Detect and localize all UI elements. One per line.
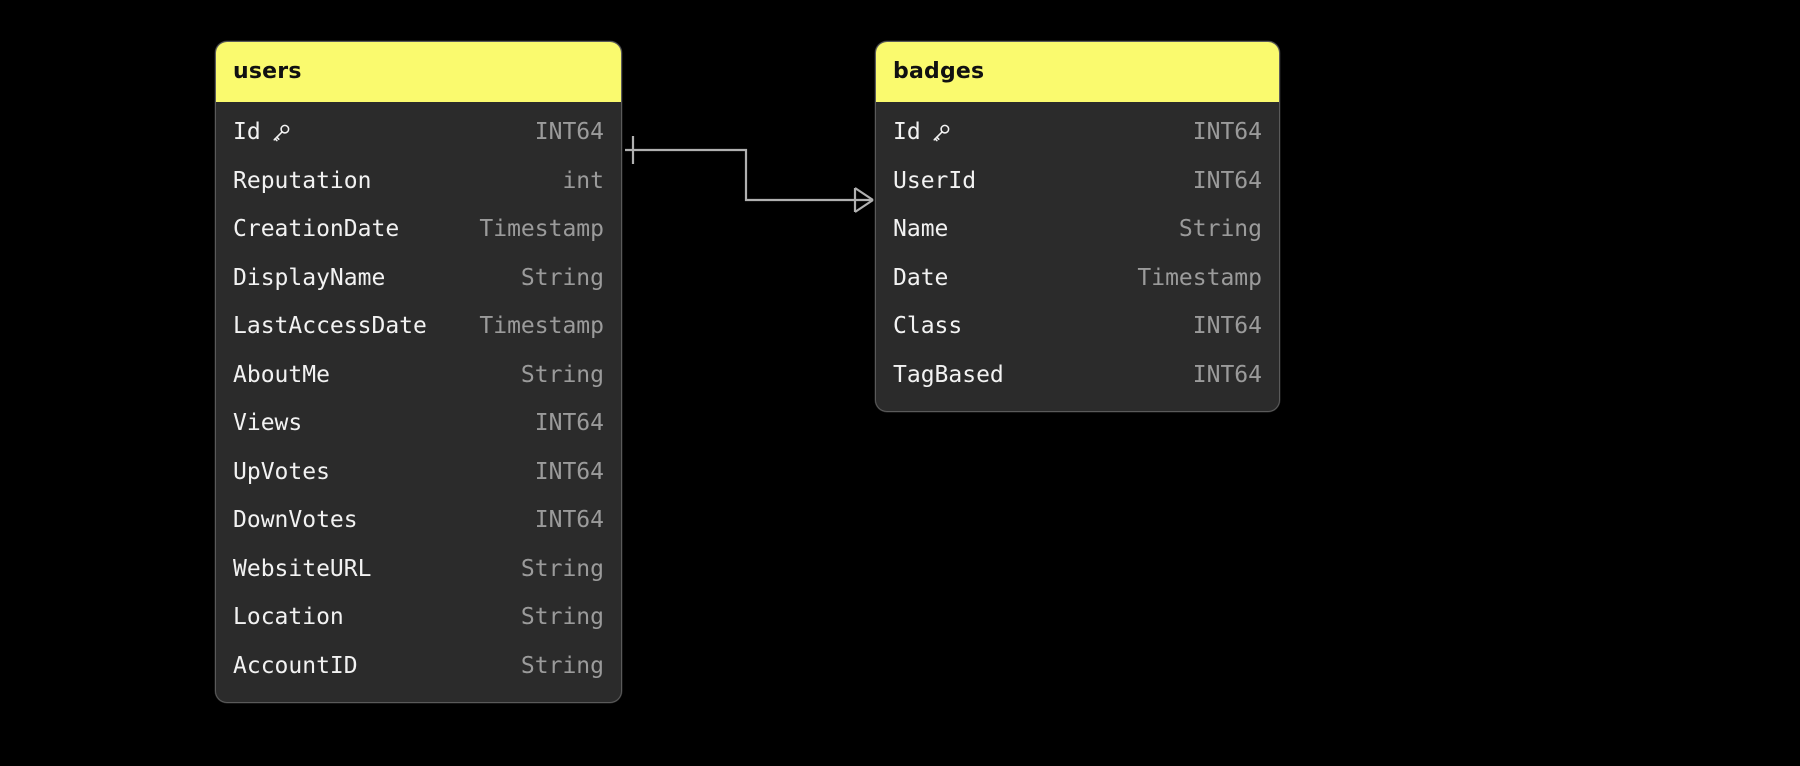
er-column-type: INT64: [534, 410, 604, 437]
er-column-name: Reputation: [233, 167, 372, 194]
er-column-name: DisplayName: [233, 264, 386, 291]
er-column-row[interactable]: AccountID String: [216, 642, 621, 691]
er-column-name-cell: DownVotes: [233, 507, 358, 533]
er-column-row[interactable]: TagBased INT64: [876, 351, 1279, 400]
er-column-type: INT64: [1192, 119, 1262, 146]
er-column-row[interactable]: UserId INT64: [876, 157, 1279, 206]
er-column-name: UserId: [893, 167, 977, 194]
er-column-row[interactable]: CreationDate Timestamp: [216, 205, 621, 254]
er-column-name-cell: CreationDate: [233, 216, 399, 242]
er-column-type: INT64: [534, 458, 604, 485]
er-column-type: INT64: [1192, 313, 1262, 340]
er-table-title-badges: badges: [876, 42, 1279, 102]
er-column-type: INT64: [1192, 361, 1262, 388]
er-column-name: Id: [233, 119, 261, 146]
er-table-title-users: users: [216, 42, 621, 102]
er-column-name: Name: [893, 216, 949, 243]
er-column-type: Timestamp: [479, 216, 604, 243]
er-column-name: Id: [893, 119, 921, 146]
er-column-name-cell: WebsiteURL: [233, 556, 371, 582]
er-column-name: WebsiteURL: [233, 555, 372, 582]
key-icon: [270, 122, 292, 144]
er-column-row[interactable]: UpVotes INT64: [216, 448, 621, 497]
er-column-name: Views: [233, 410, 303, 437]
er-column-name: Date: [893, 264, 949, 291]
er-column-type: Timestamp: [479, 313, 604, 340]
er-column-row[interactable]: LastAccessDate Timestamp: [216, 302, 621, 351]
er-column-name-cell: LastAccessDate: [233, 313, 427, 339]
er-column-name: AccountID: [233, 652, 358, 679]
er-column-name-cell: UpVotes: [233, 459, 330, 485]
er-column-row[interactable]: Id INT64: [216, 108, 621, 157]
er-column-name: UpVotes: [233, 458, 330, 485]
er-column-row[interactable]: Date Timestamp: [876, 254, 1279, 303]
er-column-type: INT64: [534, 507, 604, 534]
er-column-type: String: [520, 264, 604, 291]
er-column-row[interactable]: Views INT64: [216, 399, 621, 448]
er-column-name-cell: Class: [893, 313, 962, 339]
er-column-name-cell: Date: [893, 265, 948, 291]
er-column-name: Class: [893, 313, 963, 340]
er-column-name-cell: Reputation: [233, 168, 371, 194]
er-column-name-cell: Id: [233, 119, 292, 145]
er-column-type: String: [520, 652, 604, 679]
cardinality-many-marker: [853, 187, 874, 213]
er-column-type: INT64: [534, 119, 604, 146]
er-column-type: int: [562, 167, 604, 194]
er-column-name-cell: Views: [233, 410, 302, 436]
er-column-row[interactable]: AboutMe String: [216, 351, 621, 400]
er-column-row[interactable]: Location String: [216, 593, 621, 642]
er-column-row[interactable]: Class INT64: [876, 302, 1279, 351]
relationship-line: [625, 148, 873, 202]
key-icon: [930, 122, 952, 144]
er-column-type: String: [520, 361, 604, 388]
er-column-name: DownVotes: [233, 507, 358, 534]
er-column-name-cell: AboutMe: [233, 362, 330, 388]
er-column-name-cell: TagBased: [893, 362, 1004, 388]
er-column-name-cell: AccountID: [233, 653, 358, 679]
er-column-row[interactable]: WebsiteURL String: [216, 545, 621, 594]
er-column-name-cell: UserId: [893, 168, 976, 194]
er-column-row[interactable]: Reputation int: [216, 157, 621, 206]
er-column-type: INT64: [1192, 167, 1262, 194]
er-column-name-cell: DisplayName: [233, 265, 385, 291]
er-column-name: Location: [233, 604, 344, 631]
er-column-row[interactable]: Id INT64: [876, 108, 1279, 157]
er-column-name: LastAccessDate: [233, 313, 427, 340]
er-column-type: Timestamp: [1137, 264, 1262, 291]
er-column-type: String: [520, 555, 604, 582]
er-column-row[interactable]: DownVotes INT64: [216, 496, 621, 545]
er-column-name-cell: Id: [893, 119, 952, 145]
er-column-name: CreationDate: [233, 216, 400, 243]
er-column-name-cell: Location: [233, 604, 344, 630]
er-column-name-cell: Name: [893, 216, 948, 242]
er-column-type: String: [1178, 216, 1262, 243]
er-column-row[interactable]: Name String: [876, 205, 1279, 254]
er-column-row[interactable]: DisplayName String: [216, 254, 621, 303]
er-column-type: String: [520, 604, 604, 631]
er-column-name: TagBased: [893, 361, 1004, 388]
er-column-name: AboutMe: [233, 361, 330, 388]
